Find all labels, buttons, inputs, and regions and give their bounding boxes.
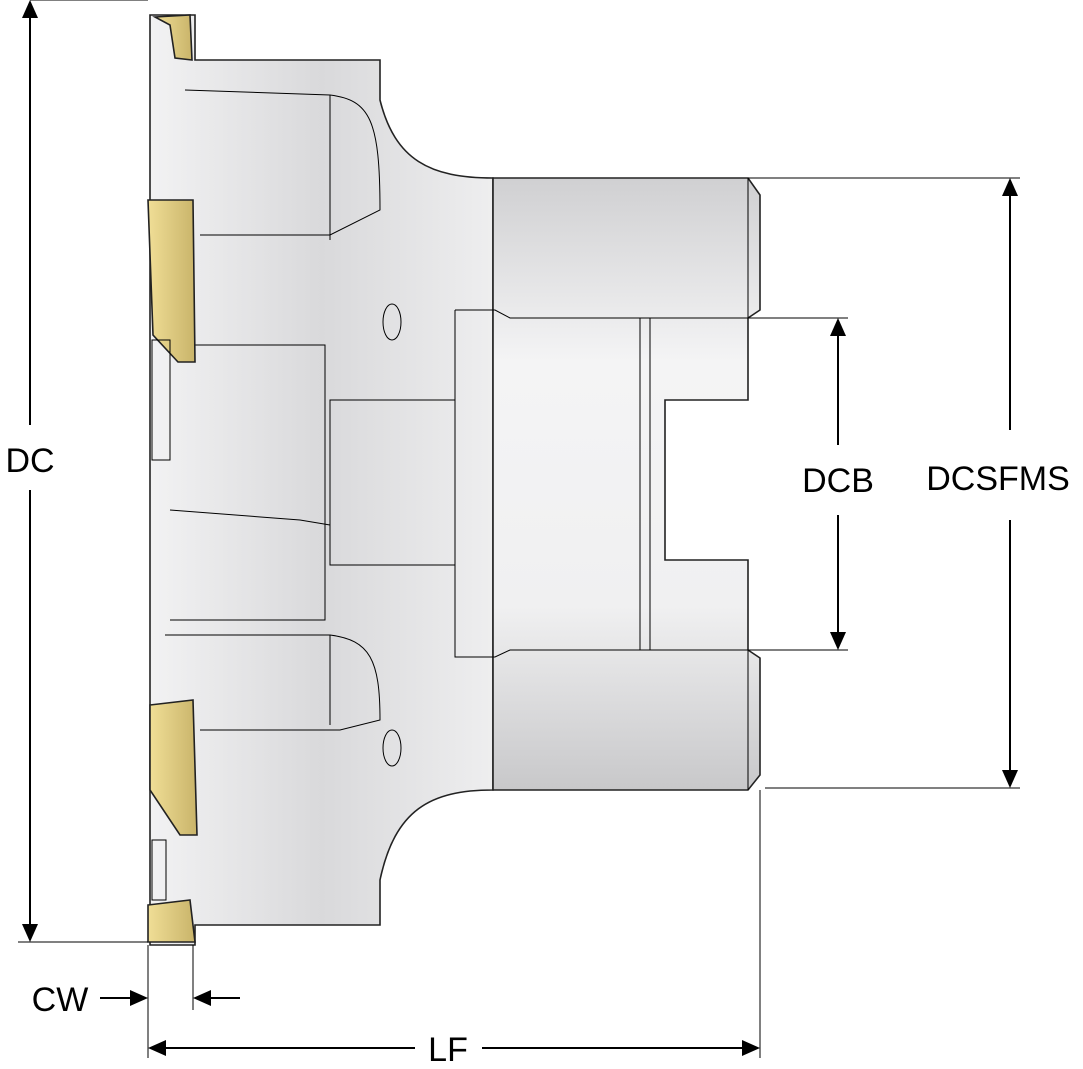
cutter-shank (454, 177, 761, 791)
dimension-lf: LF (148, 790, 761, 1069)
insert-top (152, 14, 193, 61)
dcb-label: DCB (802, 462, 874, 500)
insert-lower (149, 699, 198, 836)
dimension-dcb: DCB (748, 317, 874, 651)
insert-bottom (147, 899, 196, 943)
dimension-dc: DC (5, 0, 148, 943)
cw-label: CW (32, 981, 89, 1019)
dcsfms-label: DCSFMS (926, 460, 1070, 498)
coolant-hole-icon (382, 303, 402, 341)
dimension-cw: CW (32, 945, 240, 1058)
cutter-body (149, 14, 494, 946)
dimension-dcsfms: DCSFMS (748, 177, 1070, 789)
coolant-hole-icon (382, 729, 402, 767)
insert-upper (147, 199, 196, 363)
cutting-inserts (147, 14, 198, 943)
dc-label: DC (5, 442, 54, 480)
lf-label: LF (428, 1031, 468, 1069)
